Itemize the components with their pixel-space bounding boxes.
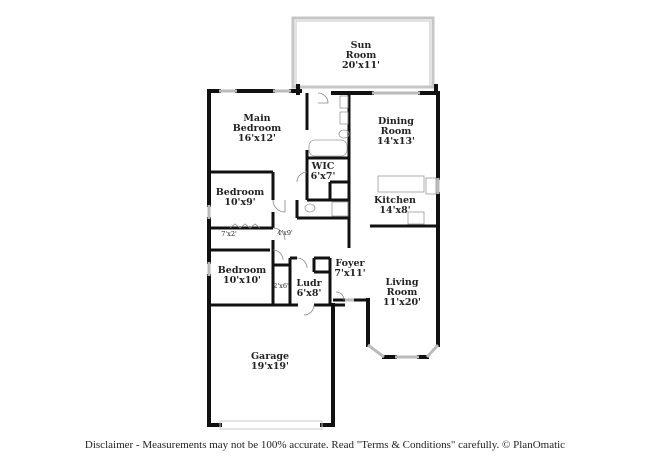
room-name: Bedroom xyxy=(217,265,267,276)
room-label-closet-1: 7'x2' xyxy=(221,231,237,238)
exterior-walls xyxy=(207,84,440,427)
room-dimensions: 11'x20' xyxy=(383,296,421,308)
room-label-living-room: Living Room 11'x20' xyxy=(383,278,421,308)
room-dimensions: 7'x2' xyxy=(221,230,237,238)
room-name: Ludr xyxy=(296,278,322,289)
room-label-foyer: Foyer 7'x11' xyxy=(334,259,365,279)
room-label-hall: 4'x9' xyxy=(277,230,293,237)
room-dimensions: 2'x6' xyxy=(273,282,289,290)
room-name: Dining xyxy=(378,116,414,127)
room-label-bedroom-2: Bedroom 10'x10' xyxy=(218,266,266,286)
room-dimensions: 6'x8' xyxy=(296,287,322,299)
fixtures xyxy=(304,95,437,225)
sun-room-walls xyxy=(291,16,435,89)
room-name: Bedroom xyxy=(215,187,265,198)
room-name: Foyer xyxy=(335,258,365,269)
room-dimensions: 20'x11' xyxy=(342,59,380,71)
room-name: Living xyxy=(385,277,419,288)
room-dimensions: 14'x13' xyxy=(377,135,415,147)
room-dimensions: 16'x12' xyxy=(238,132,276,144)
room-dimensions: 4'x9' xyxy=(277,229,293,237)
room-label-sun-room: Sun Room 20'x11' xyxy=(342,41,380,71)
room-name: Sun xyxy=(350,40,372,51)
room-name: Room xyxy=(345,49,377,61)
room-dimensions: 14'x8' xyxy=(379,204,411,216)
room-label-main-bedroom: Main Bedroom 16'x12' xyxy=(233,114,281,144)
room-dimensions: 19'x19' xyxy=(251,360,289,372)
room-label-laundry: Ludr 6'x8' xyxy=(296,279,321,299)
room-name: Room xyxy=(380,125,412,137)
room-label-kitchen: Kitchen 14'x8' xyxy=(374,196,416,216)
room-label-bedroom-1: Bedroom 10'x9' xyxy=(216,188,264,208)
disclaimer-text: Disclaimer - Measurements may not be 100… xyxy=(84,439,566,451)
room-dimensions: 10'x10' xyxy=(223,274,261,286)
room-dimensions: 6'x7' xyxy=(310,170,336,182)
room-name: Main xyxy=(243,113,271,124)
room-name: Kitchen xyxy=(374,195,416,206)
doors xyxy=(229,92,345,316)
interior-walls xyxy=(209,93,438,307)
room-name: Room xyxy=(386,286,418,298)
windows xyxy=(207,89,440,430)
room-name: WIC xyxy=(311,161,335,172)
room-label-closet-2: 2'x6' xyxy=(273,283,289,290)
room-dimensions: 7'x11' xyxy=(334,267,366,279)
room-label-garage: Garage 19'x19' xyxy=(251,352,289,372)
room-label-dining-room: Dining Room 14'x13' xyxy=(377,117,415,147)
room-name: Bedroom xyxy=(232,122,282,134)
room-label-wic: WIC 6'x7' xyxy=(311,162,336,182)
room-dimensions: 10'x9' xyxy=(224,196,256,208)
room-name: Garage xyxy=(250,351,290,362)
